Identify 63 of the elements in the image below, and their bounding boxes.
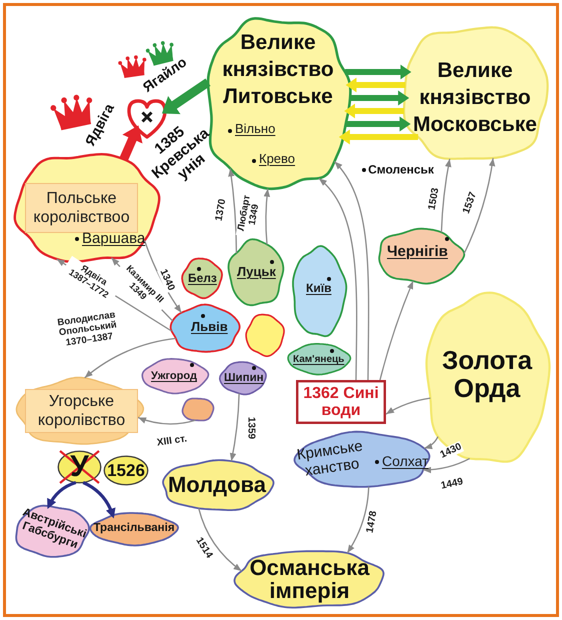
arrow <box>229 393 240 462</box>
region-shape <box>88 511 180 547</box>
region-shape <box>232 548 387 610</box>
arrow <box>440 158 452 232</box>
city-name: Ужгород <box>151 370 197 383</box>
arrow <box>264 188 270 244</box>
region-name: Молдова <box>166 472 268 498</box>
region-label: Угорське королівство <box>25 389 138 433</box>
arrow <box>350 92 410 104</box>
arrow <box>334 161 370 380</box>
arrow <box>346 486 370 554</box>
event-box <box>296 380 386 424</box>
region-name: Османська імперія <box>248 556 371 602</box>
arrow <box>464 158 496 254</box>
region-shape <box>226 237 286 309</box>
city-name: Шипин <box>224 372 264 386</box>
arrow <box>345 66 412 78</box>
arrow <box>346 80 406 90</box>
arrow <box>228 168 238 254</box>
arrow <box>84 338 176 378</box>
city-name: Чернігів <box>387 243 448 260</box>
arrow <box>344 106 404 116</box>
arrow <box>318 178 358 380</box>
arrow <box>82 481 116 518</box>
region-shape <box>286 342 352 376</box>
arrow <box>346 118 411 130</box>
city-name: Белз <box>188 272 217 286</box>
city-name: Вільно <box>235 122 276 137</box>
edge-label: 1449 <box>439 476 465 492</box>
region-shape <box>180 256 224 300</box>
region-shape <box>180 396 216 423</box>
arrow <box>386 397 430 415</box>
region-name: Велике князівство Московське <box>412 58 538 138</box>
city-name: Київ <box>306 282 332 296</box>
region-shape <box>168 303 242 355</box>
arrow <box>338 132 418 142</box>
region-name: Кримське ханство <box>294 437 365 482</box>
edge-label: 1359 <box>246 416 256 440</box>
city-name: Солхат <box>382 453 428 470</box>
event-label: 1362 Сині води <box>302 384 380 420</box>
region-label: Польське королівствоо <box>25 183 138 233</box>
city-name: Луцьк <box>237 265 276 280</box>
city-name: Кам'янець <box>293 354 344 366</box>
arrow <box>424 436 438 450</box>
arrow <box>198 508 242 572</box>
arrow <box>423 458 470 474</box>
city-name: Львів <box>191 320 228 335</box>
arrow <box>120 125 140 161</box>
region-name: Велике князівство Литовське <box>221 30 335 110</box>
city-name: Крево <box>259 152 296 167</box>
arrow <box>379 280 414 380</box>
oval-label: 1526 <box>107 462 145 479</box>
city-name: Смоленськ <box>368 163 434 177</box>
region-shape <box>244 312 286 358</box>
arrow <box>138 416 196 425</box>
region-shape <box>218 360 268 396</box>
city-name: Варшава <box>82 230 146 248</box>
region-shape <box>290 244 348 340</box>
oval-shape <box>103 455 149 486</box>
region-name: Золота Орда <box>440 346 534 402</box>
region-name: Трансільванія <box>92 522 176 536</box>
arrow <box>47 480 76 509</box>
region-shape <box>140 357 210 395</box>
